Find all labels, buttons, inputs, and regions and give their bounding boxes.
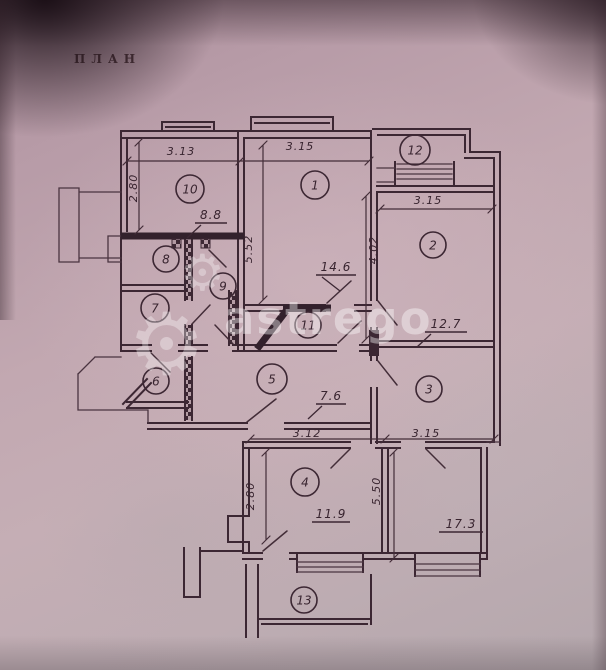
area-label: 14.6 (316, 260, 356, 292)
dimension-label: 3.15 (286, 140, 315, 153)
room-badge-6: 6 (142, 367, 170, 395)
dimension-label: 2.80 (127, 174, 140, 203)
dimension-label: 3.12 (293, 427, 322, 440)
dimension-label: 3.15 (412, 427, 441, 440)
room-number: 6 (152, 375, 160, 389)
area-value: 8.8 (200, 208, 222, 222)
area-value: 11.9 (316, 507, 347, 521)
hatch-group (121, 232, 379, 420)
hatched-wall (185, 325, 192, 345)
room-numbers-layer: 10 1 12 2 8 9 7 11 6 5 3 4 13 (140, 134, 447, 614)
wall-jamb (369, 330, 379, 356)
room-badge-7: 7 (140, 293, 170, 323)
room-badge-4: 4 (290, 467, 320, 497)
hatched-wall (185, 357, 192, 420)
room-badge-12: 12 (399, 134, 431, 166)
area-value: 17.3 (446, 517, 477, 531)
dimension-label: 2.80 (244, 482, 257, 511)
room-number: 2 (429, 239, 437, 253)
area-label: 8.8 (186, 208, 227, 239)
room-number: 7 (151, 302, 159, 316)
area-label: 11.9 (312, 507, 350, 523)
room-number: 5 (268, 373, 276, 387)
area-label: 7.6 (307, 389, 346, 420)
hatched-wall (229, 292, 236, 345)
room-badge-2: 2 (419, 231, 447, 259)
dimension-label: 3.13 (167, 145, 196, 158)
doors-group (150, 249, 446, 552)
area-label: 17.3 (439, 517, 483, 533)
hatched-wall (185, 240, 192, 300)
room-number: 4 (301, 476, 309, 490)
room-number: 12 (407, 144, 422, 158)
room-badge-10: 10 (175, 174, 205, 204)
room-badge-8: 8 (152, 245, 180, 273)
dimension-label: 4.02 (367, 236, 380, 265)
area-value: 12.7 (431, 317, 462, 331)
room-badge-5: 5 (256, 363, 288, 395)
room-badge-11: 11 (294, 311, 322, 339)
room-badge-1: 1 (300, 170, 330, 200)
room-number: 3 (425, 383, 433, 397)
room-badge-3: 3 (415, 375, 443, 403)
thin-details-group (58, 163, 501, 577)
labels-layer: 3.13 3.15 3.15 3.12 3.15 2.80 5.52 4.02 2.80 5.50… (127, 140, 483, 533)
room-badge-13: 13 (290, 586, 318, 614)
room-number: 1 (311, 179, 319, 193)
room-number: 11 (300, 319, 315, 333)
room-badge-9: 9 (209, 272, 237, 300)
area-value: 7.6 (320, 389, 342, 403)
dimension-label: 3.15 (414, 194, 443, 207)
room-number: 9 (219, 280, 227, 294)
area-label: 12.7 (416, 317, 467, 348)
area-value: 14.6 (321, 260, 352, 274)
dimension-label: 5.52 (242, 235, 255, 264)
dimension-label: 5.50 (370, 477, 383, 506)
room-number: 8 (162, 253, 170, 267)
door-jamb (171, 238, 182, 249)
door-jamb (200, 238, 211, 249)
room-number: 13 (296, 594, 311, 608)
room-number: 10 (182, 183, 198, 197)
